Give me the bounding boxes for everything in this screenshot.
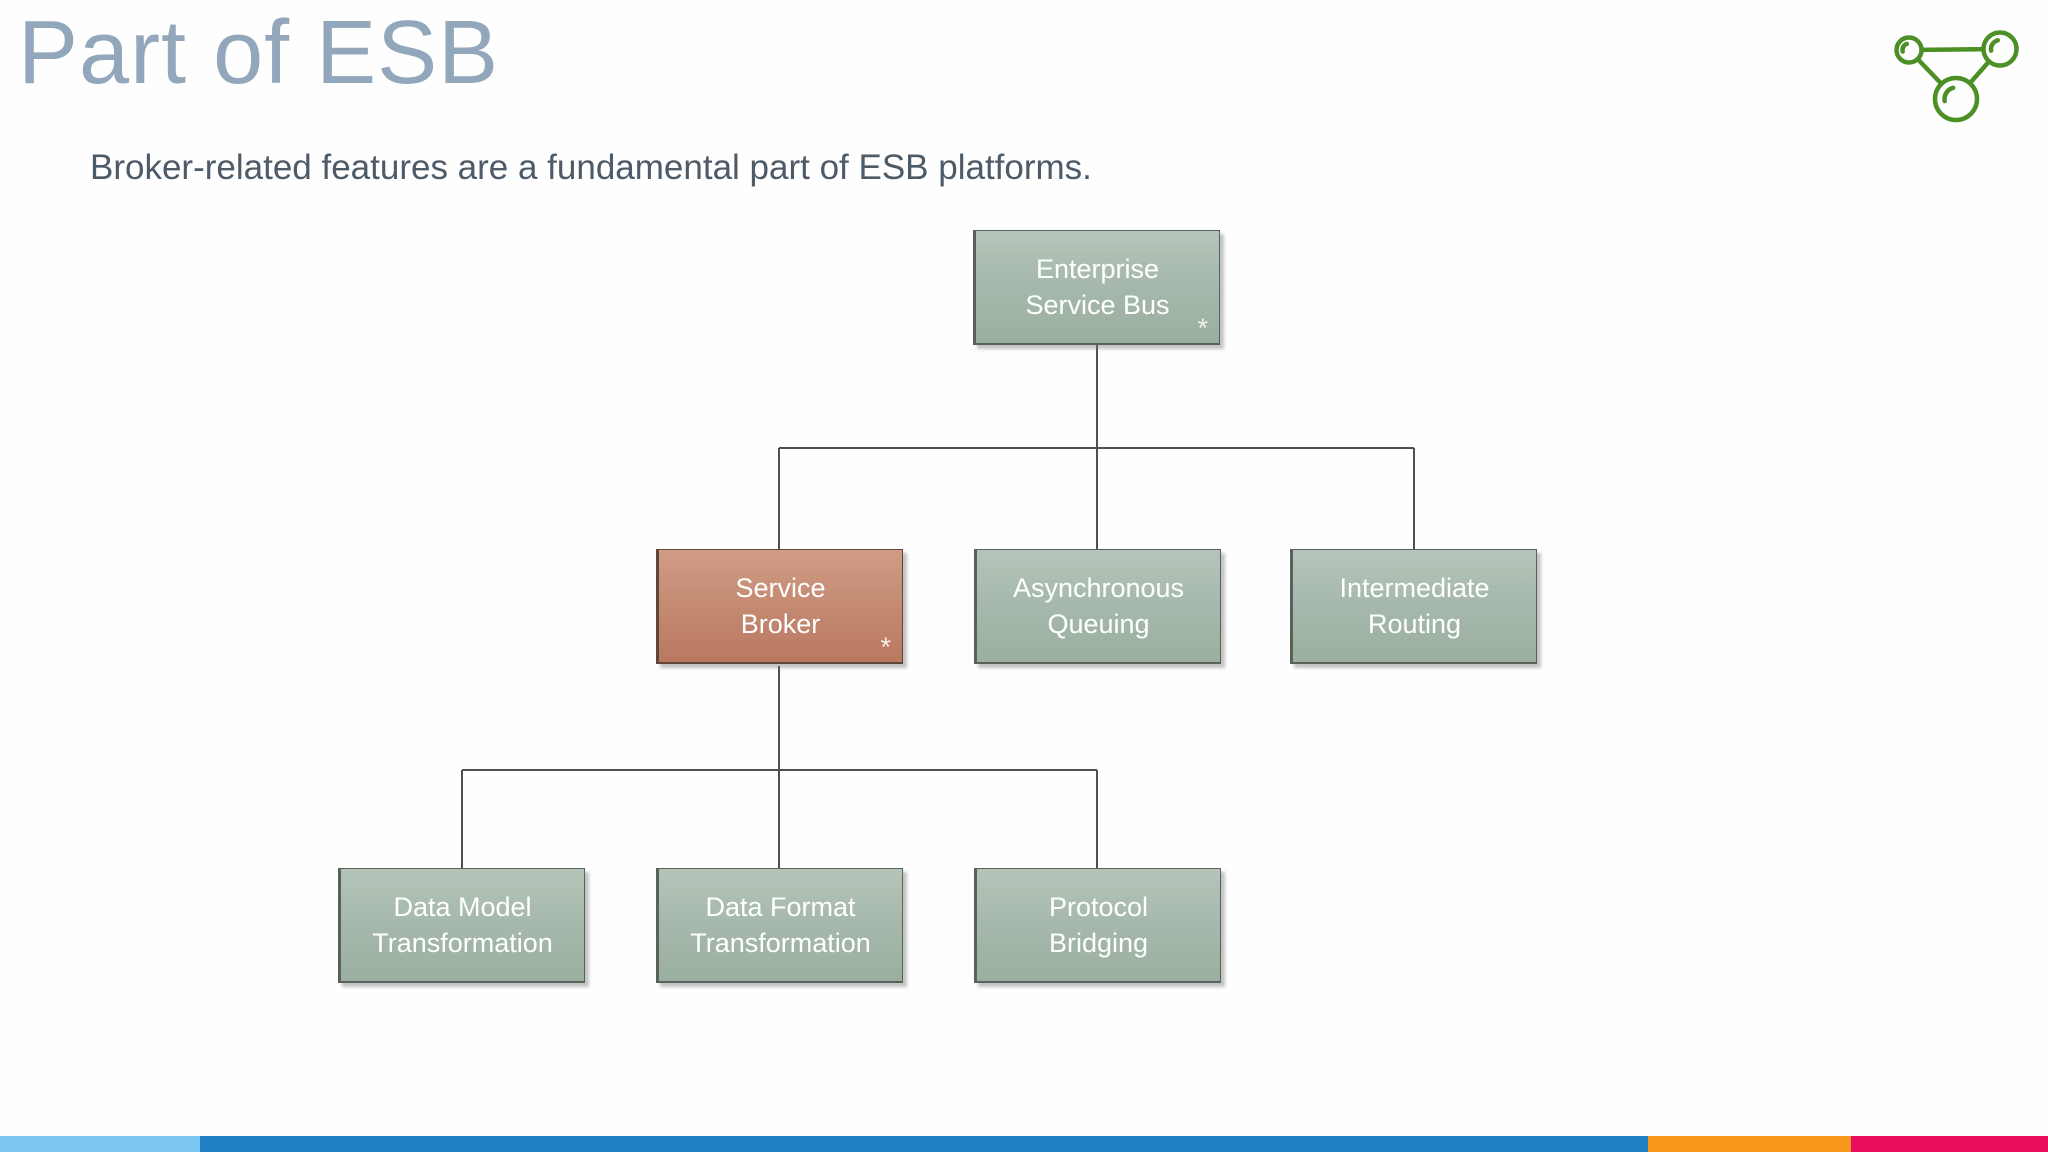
subtitle: Broker-related features are a fundamenta… bbox=[90, 148, 1092, 187]
footer-segment-orange bbox=[1648, 1136, 1851, 1152]
node-label-line: Service bbox=[735, 573, 826, 603]
node-label-line: Transformation bbox=[690, 928, 871, 958]
node-label: Intermediate Routing bbox=[1339, 570, 1489, 642]
node-label-line: Intermediate bbox=[1339, 573, 1490, 603]
node-label-line: Protocol bbox=[1048, 892, 1149, 922]
node-asynchronous-queuing: Asynchronous Queuing bbox=[974, 549, 1221, 664]
node-service-broker: Service Broker * bbox=[656, 549, 903, 664]
node-label: Data Format Transformation bbox=[690, 889, 871, 961]
node-label-line: Transformation bbox=[372, 928, 553, 958]
node-label-line: Enterprise bbox=[1035, 254, 1160, 284]
footer-segment-pink bbox=[1851, 1136, 2048, 1152]
footer-segment-light-blue bbox=[0, 1136, 200, 1152]
node-label-line: Bridging bbox=[1048, 928, 1149, 958]
node-intermediate-routing: Intermediate Routing bbox=[1290, 549, 1537, 664]
node-label: Asynchronous Queuing bbox=[1013, 570, 1184, 642]
node-label: Data Model Transformation bbox=[372, 889, 553, 961]
node-label: Service Broker bbox=[735, 570, 825, 642]
node-label-line: Broker bbox=[740, 609, 821, 639]
node-enterprise-service-bus: Enterprise Service Bus * bbox=[973, 230, 1220, 345]
node-label: Protocol Bridging bbox=[1049, 889, 1148, 961]
asterisk-marker: * bbox=[880, 632, 891, 662]
molecule-network-icon bbox=[1894, 30, 2019, 123]
footer-segment-blue bbox=[200, 1136, 1648, 1152]
page-title: Part of ESB bbox=[18, 3, 500, 103]
node-label: Enterprise Service Bus bbox=[1025, 251, 1169, 323]
node-label-line: Data Model bbox=[393, 892, 532, 922]
node-data-model-transformation: Data Model Transformation bbox=[338, 868, 585, 983]
node-protocol-bridging: Protocol Bridging bbox=[974, 868, 1221, 983]
footer-color-bar bbox=[0, 1136, 2048, 1152]
node-label-line: Service Bus bbox=[1025, 290, 1170, 320]
node-label-line: Routing bbox=[1367, 609, 1462, 639]
asterisk-marker: * bbox=[1197, 313, 1208, 343]
node-label-line: Data Format bbox=[705, 892, 856, 922]
node-label-line: Asynchronous bbox=[1012, 573, 1185, 603]
node-data-format-transformation: Data Format Transformation bbox=[656, 868, 903, 983]
node-label-line: Queuing bbox=[1047, 609, 1150, 639]
